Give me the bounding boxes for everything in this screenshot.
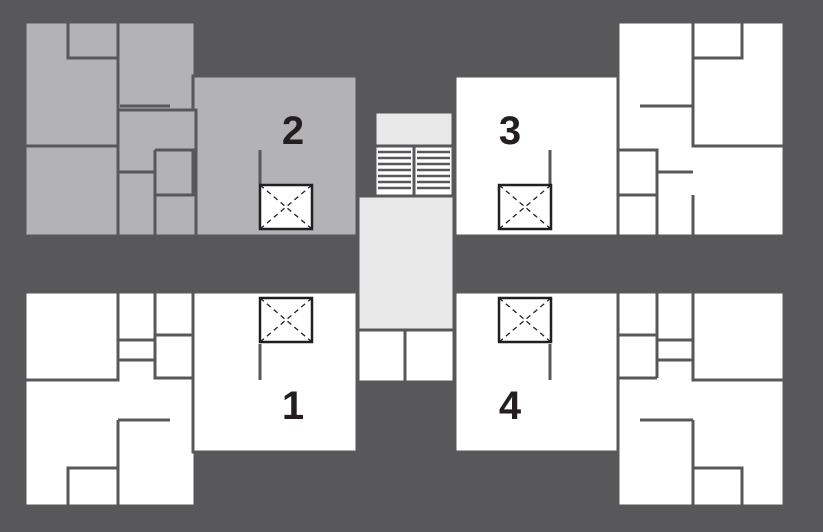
unit-3[interactable]: 3 [453,20,786,238]
central-core [356,110,456,384]
stair-landing [373,110,455,150]
unit-2-interior-walls [25,22,262,236]
unit-2[interactable]: 2 [23,20,359,238]
elevator-icon [258,296,314,344]
unit-4-interior-walls [548,292,784,506]
utility-room-left [356,328,407,384]
corridor [356,194,456,334]
unit-3-interior-walls [548,22,784,236]
elevator-icon [258,183,314,231]
unit-4-number: 4 [499,384,522,428]
staircase-icon [373,144,455,198]
unit-3-number: 3 [499,109,521,153]
unit-1-number: 1 [282,384,304,428]
elevator-icon [497,296,553,344]
elevator-icon [497,183,553,231]
unit-1[interactable]: 1 [23,290,359,508]
unit-2-number: 2 [282,109,304,153]
utility-room-right [403,328,456,384]
unit-1-interior-walls [25,292,262,506]
